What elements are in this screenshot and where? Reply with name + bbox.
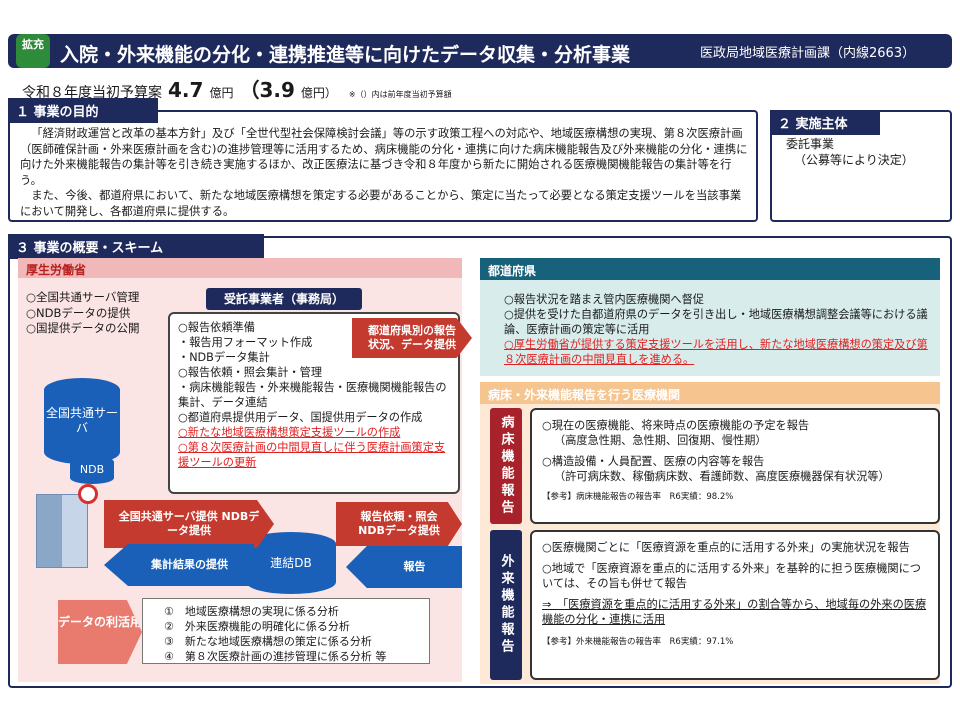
outpatient-reference: 【参考】外来機能報告の報告率 R6実績：97.1% <box>542 637 734 647</box>
outpatient-item: ○地域で「医療資源を重点的に活用する外来」を基幹的に担う医療機関については、その… <box>542 562 921 590</box>
bed-reference: 【参考】病床機能報告の報告率 R6実績：98.2% <box>542 492 734 502</box>
institutions-heading: 病床・外来機能報告を行う医療機関 <box>480 382 940 404</box>
data-use-list: ① 地域医療構想の実現に係る分析 ② 外来医療機能の明確化に係る分析 ③ 新たな… <box>164 604 386 664</box>
purpose-text: 「経済財政運営と改革の基本方針」及び「全世代型社会保障検討会議」等の示す政策工程… <box>20 126 750 219</box>
arrow-label: 報告 <box>403 560 426 573</box>
data-use-label: データの利活用 <box>58 600 142 664</box>
arrow-label: 都道府県別の報告状況、データ提供 <box>368 324 456 351</box>
arrow-server-ndb: 全国共通サーバ提供 NDBデータ提供 <box>104 500 274 548</box>
purpose-heading: １ 事業の目的 <box>8 98 158 123</box>
budget-amount: 4.7 <box>168 78 204 102</box>
mhlw-item: ○全国共通サーバ管理 <box>26 290 140 304</box>
building-icon <box>36 494 88 568</box>
prefecture-item: ○報告状況を踏まえ管内医療機関へ督促 <box>504 293 704 306</box>
data-use-item: ② 外来医療機能の明確化に係る分析 <box>164 620 350 633</box>
mhlw-heading: 厚生労働省 <box>18 258 462 278</box>
arrow-label: 全国共通サーバ提供 NDBデータ提供 <box>118 510 260 537</box>
budget-note: ※（）内は前年度当初予算額 <box>348 90 452 99</box>
purpose-para-1: 「経済財政運営と改革の基本方針」及び「全世代型社会保障検討会議」等の示す政策工程… <box>20 127 748 187</box>
data-use-box <box>142 598 430 664</box>
implementer-heading: ２ 実施主体 <box>770 110 880 135</box>
budget-prev-unit: 億円） <box>300 86 337 100</box>
budget-label: 令和８年度当初予算案 <box>22 85 162 101</box>
implementer-text: 委託事業 （公募等により決定） <box>786 136 914 168</box>
ndb-icon: NDB <box>70 456 114 484</box>
bed-function-box: ○現在の医療機能、将来時点の医療機能の予定を報告 （高度急性期、急性期、回復期、… <box>530 408 940 524</box>
contractor-list: ○報告依頼準備 ・報告用フォーマット作成 ・NDBデータ集計 ○報告依頼・照会集… <box>178 320 454 470</box>
bed-function-side-label: 病床機能報告 <box>490 408 522 524</box>
implementer-line-1: 委託事業 <box>786 137 835 151</box>
data-use-item: ④ 第８次医療計画の進捗管理に係る分析 等 <box>164 650 387 663</box>
prefecture-area <box>480 280 940 376</box>
prefecture-item: ○提供を受けた自都道府県のデータを引き出し・地域医療構想調整会議等における議論、… <box>504 308 928 336</box>
budget-prev: （3.9 <box>239 78 295 102</box>
outpatient-side-label: 外来機能報告 <box>490 530 522 680</box>
contractor-item: ○報告依頼・照会集計・管理 <box>178 366 323 379</box>
department-label: 医政局地域医療計画課（内線2663） <box>700 46 916 61</box>
contractor-item: ・病床機能報告・外来機能報告・医療機関機能報告の集計、データ連結 <box>178 381 447 409</box>
data-use-item: ③ 新たな地域医療構想の策定に係る分析 <box>164 635 372 648</box>
arrow-label: 報告依頼・照会 NDBデータ提供 <box>358 510 440 537</box>
scheme-section <box>8 236 952 688</box>
data-use-item: ① 地域医療構想の実現に係る分析 <box>164 605 339 618</box>
contractor-heading: 受託事業者（事務局） <box>206 288 362 310</box>
mhlw-item: ○NDBデータの提供 <box>26 305 131 320</box>
mhlw-list: ○全国共通サーバ管理 ○NDBデータの提供 ○国提供データの公開 <box>26 290 140 337</box>
contractor-red-item: ○新たな地域医療構想策定支援ツールの作成 <box>178 426 401 439</box>
mhlw-item: ○国提供データの公開 <box>26 321 140 335</box>
contractor-item: ○報告依頼準備 <box>178 321 255 334</box>
title-bar <box>8 34 952 68</box>
arrow-report: 報告 <box>346 546 462 588</box>
implementer-line-2: （公募等により決定） <box>794 153 914 167</box>
linked-db-icon: 連結DB <box>246 532 336 594</box>
mhlw-logo-icon <box>78 484 98 504</box>
contractor-item: ・NDBデータ集計 <box>178 351 270 364</box>
scheme-heading: ３ 事業の概要・スキーム <box>8 234 264 259</box>
outpatient-item: ○医療機関ごとに「医療資源を重点的に活用する外来」の実施状況を報告 <box>542 541 910 554</box>
contractor-red-item: ○第８次医療計画の中間見直しに伴う医療計画策定支援ツールの更新 <box>178 441 446 469</box>
outpatient-box: ○医療機関ごとに「医療資源を重点的に活用する外来」の実施状況を報告 ○地域で「医… <box>530 530 940 680</box>
contractor-item: ・報告用フォーマット作成 <box>178 336 313 349</box>
prefecture-red-item: ○厚生労働省が提供する策定支援ツールを活用し、新たな地域医療構想の策定及び第８次… <box>504 338 928 366</box>
purpose-section <box>8 110 758 222</box>
bed-item: ○構造設備・人員配置、医療の内容等を報告 <box>542 455 765 468</box>
contractor-item: ○都道府県提供用データ、国提供用データの作成 <box>178 411 423 424</box>
arrow-aggregate-results: 集計結果の提供 <box>104 544 254 586</box>
bed-item: （許可病床数、稼働病床数、看護師数、高度医療機器保有状況等） <box>554 470 890 483</box>
common-server-icon: 全国共通サーバ <box>44 378 120 464</box>
purpose-para-2: また、今後、都道府県において、新たな地域医療構想を策定する必要があることから、策… <box>20 189 742 218</box>
expansion-badge: 拡充 <box>16 34 50 68</box>
prefecture-list: ○報告状況を踏まえ管内医療機関へ督促 ○提供を受けた自都道府県のデータを引き出し… <box>504 292 930 367</box>
arrow-to-prefecture: 都道府県別の報告状況、データ提供 <box>352 318 472 358</box>
arrow-report-request: 報告依頼・照会 NDBデータ提供 <box>336 502 462 546</box>
arrow-label: 集計結果の提供 <box>151 558 228 571</box>
page-title: 入院・外来機能の分化・連携推進等に向けたデータ収集・分析事業 <box>60 44 631 66</box>
budget-line: 令和８年度当初予算案 4.7 億円 （3.9 億円） ※（）内は前年度当初予算額 <box>22 74 452 103</box>
prefecture-heading: 都道府県 <box>480 258 940 280</box>
budget-unit: 億円 <box>209 86 234 100</box>
bed-item: ○現在の医療機能、将来時点の医療機能の予定を報告 <box>542 419 810 432</box>
bed-item: （高度急性期、急性期、回復期、慢性期） <box>554 434 767 447</box>
outpatient-item: ⇒ 「医療資源を重点的に活用する外来」の割合等から、地域毎の外来の医療機能の分化… <box>542 598 927 626</box>
